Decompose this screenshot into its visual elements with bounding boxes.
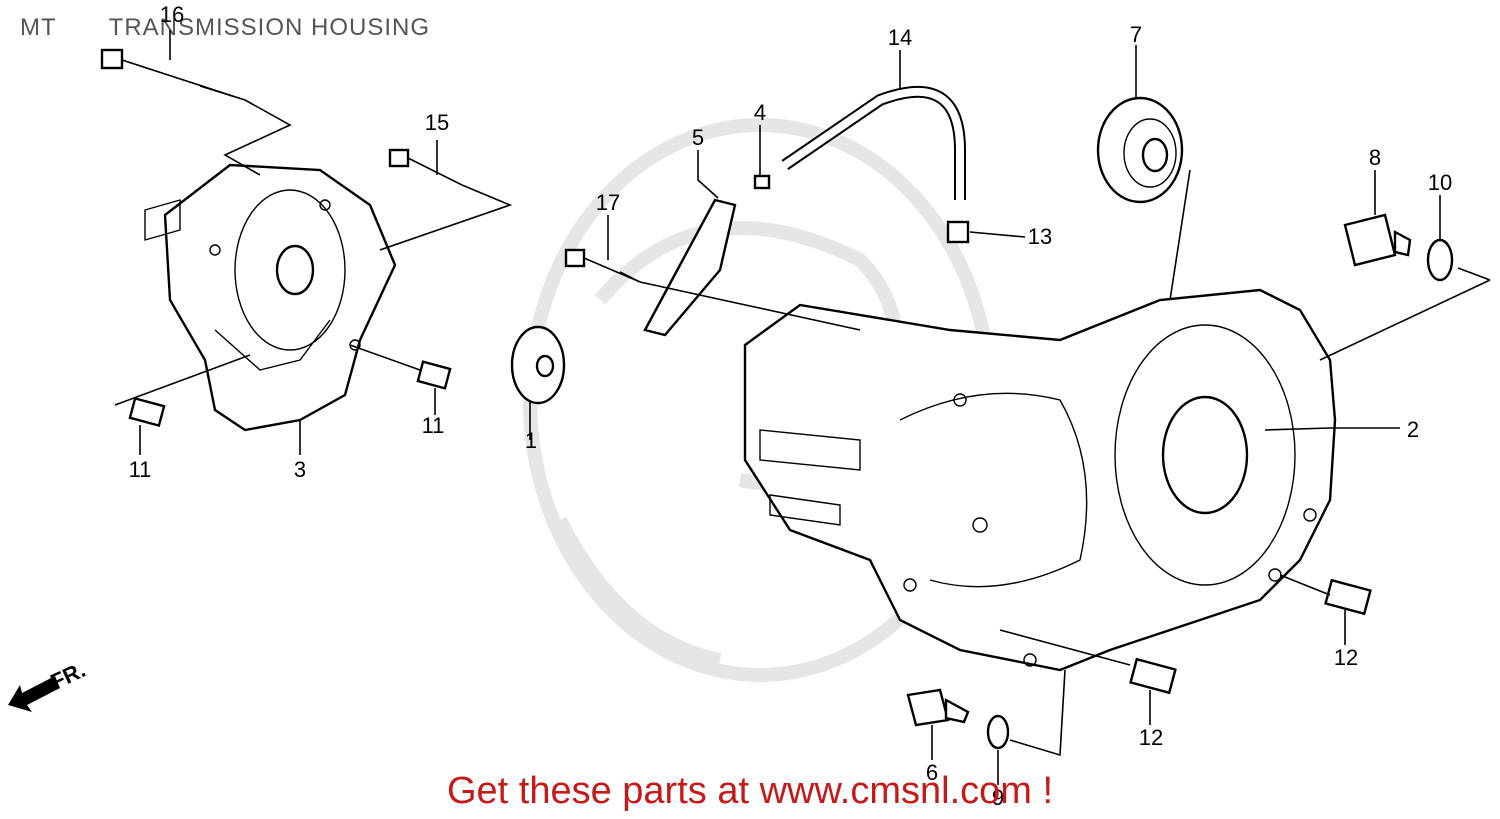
callout-12-bottom: 12 [1139,725,1163,750]
callout-3: 3 [294,457,306,482]
part-16-long-bolt [100,48,246,101]
callout-15: 15 [425,110,449,135]
page-header: MT TRANSMISSION HOUSING [20,14,430,42]
callout-14: 14 [888,25,912,50]
part-7-bearing [1096,96,1184,204]
callout-1: 1 [525,428,537,453]
part-6-plug [906,688,970,727]
callout-12-right: 12 [1334,645,1358,670]
callout-11-left: 11 [129,457,152,482]
page-title: TRANSMISSION HOUSING [108,14,431,41]
part-11-dowel-pin-right [416,360,452,390]
part-9-washer [986,714,1010,750]
footer-link[interactable]: Get these parts at www.cmsnl.com ! [446,770,1054,812]
callout-13: 13 [1028,224,1052,249]
part-5-release-lever [643,198,737,337]
callout-5: 5 [692,125,704,150]
part-11-dowel-pin-left [128,396,166,428]
callout-16: 16 [160,2,184,27]
callout-4: 4 [754,100,766,125]
callout-2: 2 [1407,417,1419,442]
callout-11-right: 11 [422,413,445,438]
callout-8: 8 [1369,145,1381,170]
part-3-housing-cover [144,163,397,432]
callout-6: 6 [926,760,938,785]
callout-10: 10 [1428,170,1452,195]
front-arrow-icon [8,676,60,712]
part-4-pin [753,174,771,190]
part-12-dowel-pin-bottom [1129,657,1177,695]
leader-lines [114,30,1491,785]
callout-17: 17 [596,190,620,215]
part-12-dowel-pin-right [1324,578,1372,616]
callout-9: 9 [992,785,1004,810]
part-14-breather-hose [781,85,966,200]
part-13-hose-clip [946,220,970,244]
part-8-drain-plug [1343,213,1412,267]
part-17-bolt [564,248,641,283]
model-label: MT [20,14,57,41]
part-1-boot [510,325,566,405]
callout-7: 7 [1130,22,1142,47]
part-10-washer [1426,238,1454,282]
part-15-bolt [388,148,463,186]
part-2-transmission-housing [743,288,1337,672]
